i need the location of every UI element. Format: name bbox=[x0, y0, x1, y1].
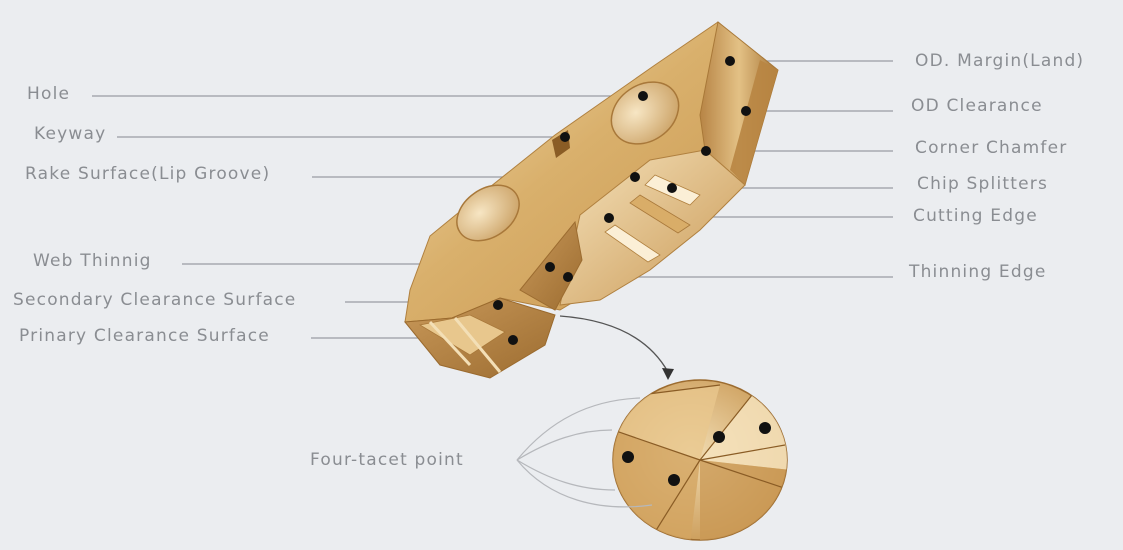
facet-edge-1 bbox=[453, 317, 502, 373]
label-rake-surface: Rake Surface(Lip Groove) bbox=[25, 164, 271, 184]
label-od-margin: OD. Margin(Land) bbox=[915, 51, 1085, 71]
label-chip-splitters: Chip Splitters bbox=[917, 174, 1049, 194]
marker-od-margin bbox=[725, 56, 735, 66]
hole-lower bbox=[456, 184, 520, 242]
marker-web-thinning bbox=[545, 262, 555, 272]
facet-marker-3 bbox=[622, 451, 634, 463]
detail-arrowhead bbox=[662, 368, 674, 380]
label-thinning-edge: Thinning Edge bbox=[909, 262, 1047, 282]
label-corner-chamfer: Corner Chamfer bbox=[915, 138, 1068, 158]
facet-marker-4 bbox=[668, 474, 680, 486]
od-clearance-face bbox=[730, 60, 778, 185]
detail-arrow bbox=[559, 315, 669, 373]
chip-splitter-groove-2 bbox=[604, 224, 661, 263]
hole-upper bbox=[610, 81, 680, 145]
marker-dots bbox=[493, 56, 751, 345]
label-keyway: Keyway bbox=[34, 124, 107, 144]
marker-hole bbox=[638, 91, 648, 101]
marker-keyway bbox=[560, 132, 570, 142]
label-primary-clearance: Prinary Clearance Surface bbox=[19, 326, 270, 346]
label-four-facet-point: Four-tacet point bbox=[310, 450, 464, 470]
marker-cutting-edge bbox=[604, 213, 614, 223]
label-hole: Hole bbox=[27, 84, 71, 104]
label-web-thinning: Web Thinnig bbox=[33, 251, 152, 271]
four-facet-detail bbox=[612, 379, 788, 541]
marker-rake-surface bbox=[630, 172, 640, 182]
marker-od-clearance bbox=[741, 106, 751, 116]
marker-corner-chamfer bbox=[701, 146, 711, 156]
facet-marker-2 bbox=[759, 422, 771, 434]
rake-surface-face bbox=[559, 149, 746, 306]
marker-chip-splitters bbox=[667, 183, 677, 193]
four-facet-pointers bbox=[516, 397, 653, 508]
label-secondary-clearance: Secondary Clearance Surface bbox=[13, 290, 297, 310]
marker-secondary-clearance bbox=[493, 300, 503, 310]
marker-thinning-edge bbox=[563, 272, 573, 282]
marker-primary-clearance bbox=[508, 335, 518, 345]
chip-splitter-groove-3 bbox=[629, 194, 691, 234]
label-od-clearance: OD Clearance bbox=[911, 96, 1043, 116]
facet-marker-1 bbox=[713, 431, 725, 443]
drill-insert bbox=[404, 21, 779, 379]
label-cutting-edge: Cutting Edge bbox=[913, 206, 1038, 226]
facet-edge-2 bbox=[428, 320, 472, 367]
